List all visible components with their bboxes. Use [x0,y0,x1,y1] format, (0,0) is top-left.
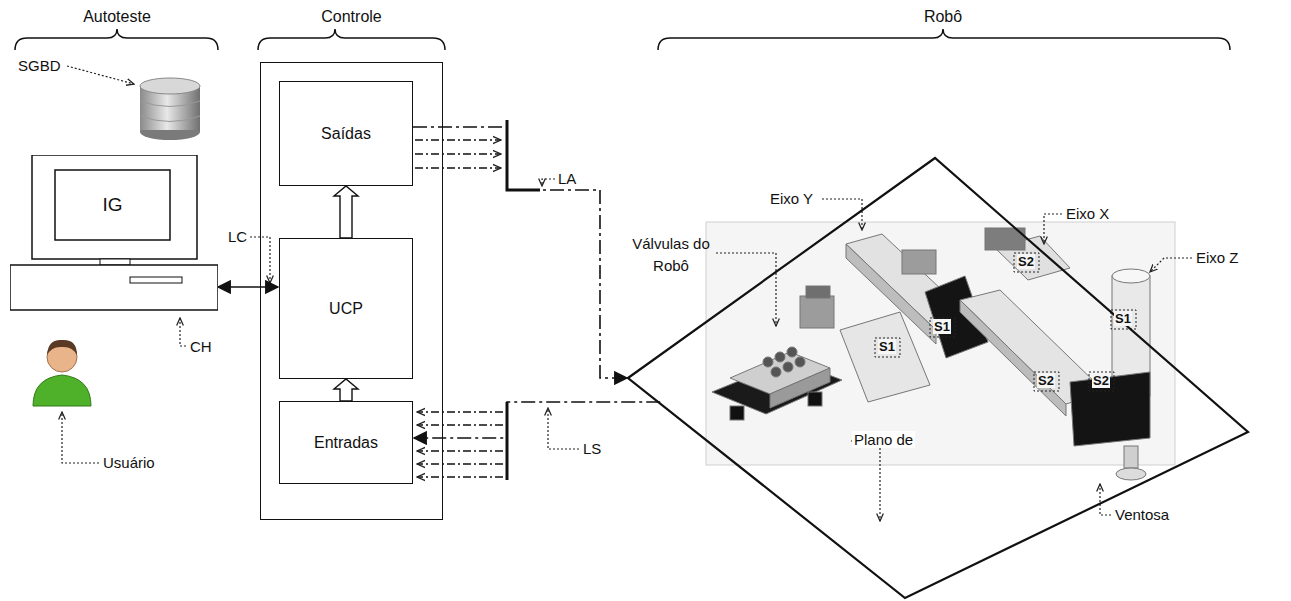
node-text: Controle [261,8,442,26]
part-label: Eixo X [1066,205,1109,223]
flow-arrow [334,186,358,238]
group-heading: Robô [924,8,962,26]
user-icon [33,340,91,406]
part-label: SGBD [18,57,61,75]
node-text: IG [55,170,170,240]
node-text: Plano de [852,431,915,448]
outputs-box: Saídas [279,81,413,186]
leader-line [716,199,1192,521]
sensor-label: S2 [1037,373,1055,388]
sensor-label: S1 [933,319,951,334]
part-label: Eixo Z [1196,249,1239,267]
node-text: UCP [329,300,363,318]
cpu-box: UCP [279,238,413,379]
part-label: Ventosa [1115,506,1169,524]
signal-bus [415,120,540,480]
node-text: Entradas [314,434,378,452]
part-label: Válvulas do Robô [628,233,714,277]
computer: IG [10,155,218,315]
inputs-box: Entradas [279,401,413,484]
signal-connector [413,127,627,378]
work-plane: Plano de [628,158,1248,598]
part-label: LA [558,170,576,188]
sensor-label: S2 [1092,373,1110,388]
sensor-label: S2 [1017,254,1035,269]
robot-illustration [712,228,1150,480]
signal-connector [414,402,660,438]
group-heading: Autoteste [83,8,151,26]
robot-photo-frame [706,222,1175,465]
plane-outline [628,158,1248,598]
sensor-label: S1 [1114,311,1132,326]
part-label: LC [228,228,247,246]
database-icon [140,78,200,140]
part-label: Usuário [103,454,155,472]
signal-connector [218,286,278,288]
part-label: LS [583,440,601,458]
computer-icon [10,155,218,315]
flow-arrow [334,379,358,401]
sensor-label: S1 [878,339,896,354]
sensor-marker [875,253,1136,391]
control-unit: ControleSaídasUCPEntradas [260,62,443,520]
part-label: CH [190,338,212,356]
part-label: Eixo Y [770,190,813,208]
node-text: Saídas [321,125,371,143]
brace [15,29,1230,50]
